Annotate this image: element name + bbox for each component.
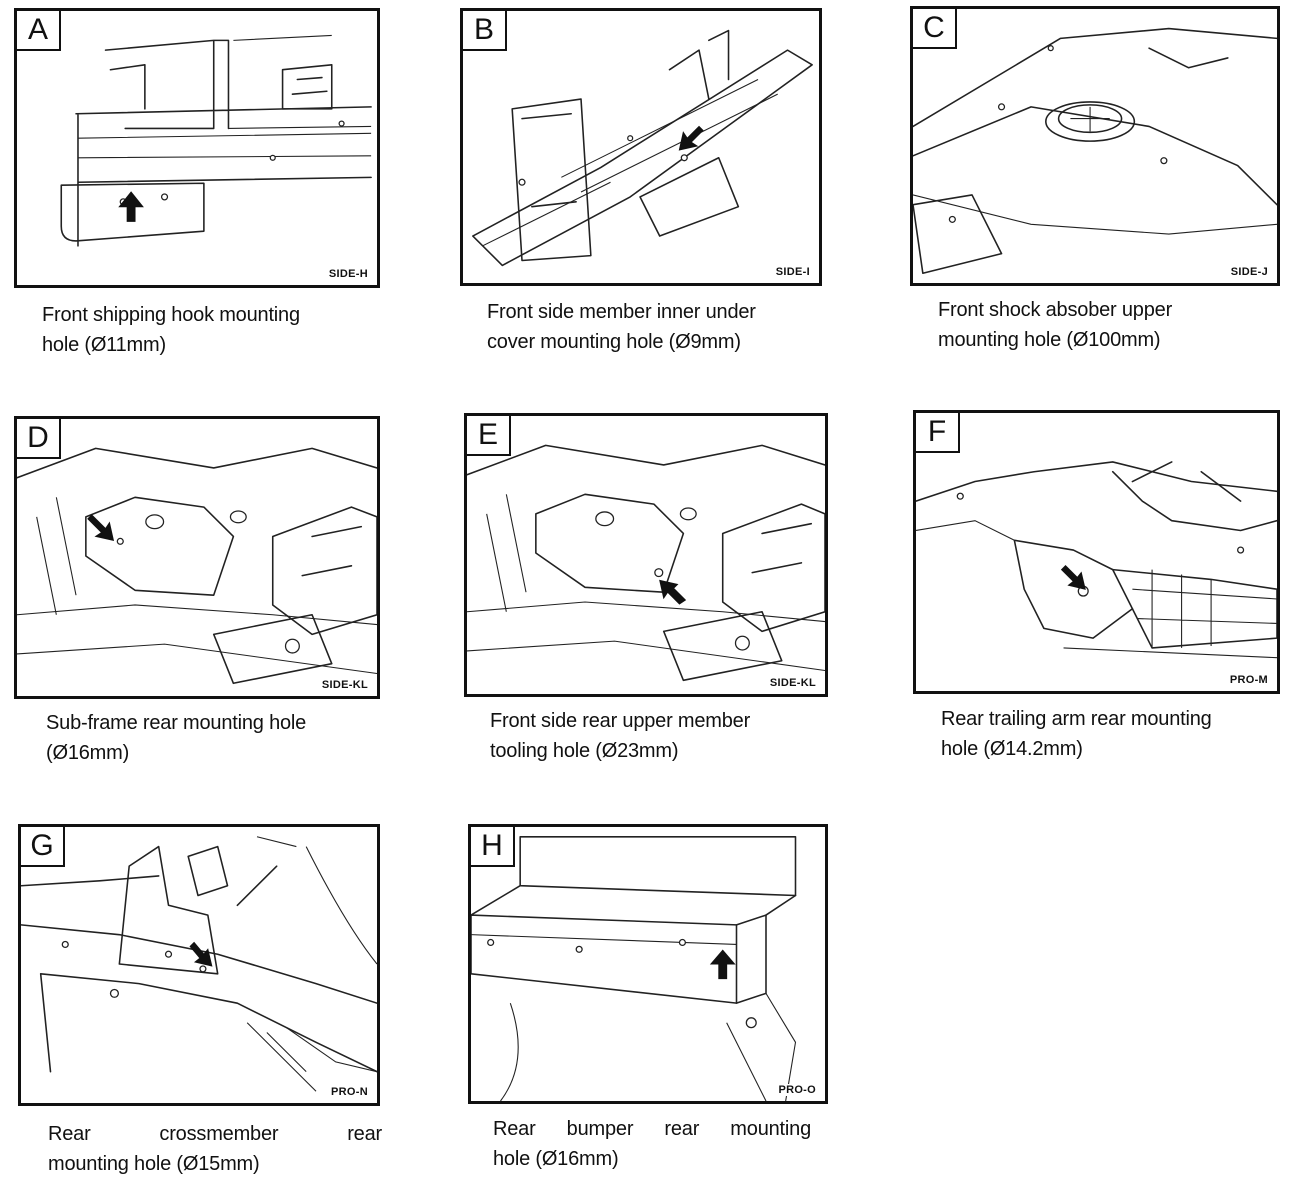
illustration-g: [21, 836, 377, 1092]
diagram-frame-a: A SIDE-H: [14, 8, 380, 288]
panel-letter-f: F: [916, 413, 960, 453]
panel-letter-b: B: [463, 11, 507, 51]
caption-d-line2: (Ø16mm): [46, 742, 130, 764]
view-code-f: PRO-M: [1228, 674, 1269, 686]
diagram-frame-b: B SIDE-I: [460, 8, 822, 286]
caption-g-line1: Rear crossmember rear: [48, 1123, 382, 1145]
diagram-frame-h: H PRO-O: [468, 824, 828, 1104]
panel-letter-a: A: [17, 11, 61, 51]
view-code-g: PRO-N: [330, 1086, 369, 1098]
caption-f: Rear trailing arm rear mounting hole (Ø1…: [941, 704, 1212, 764]
caption-a-line2: hole (Ø11mm): [42, 334, 166, 356]
caption-g-line2: mounting hole (Ø15mm): [48, 1153, 260, 1175]
caption-d-line1: Sub-frame rear mounting hole: [46, 712, 307, 734]
illustration-e: [467, 444, 825, 682]
illustration-f: [916, 461, 1277, 659]
view-code-d: SIDE-KL: [320, 679, 369, 691]
caption-c-line2: mounting hole (Ø100mm): [938, 329, 1161, 351]
illustration-d: [17, 447, 377, 685]
view-code-h: PRO-O: [777, 1084, 817, 1096]
caption-c-line1: Front shock absober upper: [938, 299, 1173, 321]
diagram-frame-d: D SIDE-KL: [14, 416, 380, 699]
illustration-a: [60, 34, 372, 247]
caption-e-line2: tooling hole (Ø23mm): [490, 740, 679, 762]
view-code-c: SIDE-J: [1229, 266, 1269, 278]
caption-g: Rear crossmember rear mounting hole (Ø15…: [48, 1119, 382, 1179]
panel-letter-h: H: [471, 827, 515, 867]
illustration-h: [471, 836, 797, 1101]
caption-a-line1: Front shipping hook mounting: [42, 304, 300, 326]
view-code-a: SIDE-H: [327, 268, 369, 280]
illustration-b: [472, 29, 813, 267]
caption-e: Front side rear upper member tooling hol…: [490, 706, 750, 766]
panel-letter-e: E: [467, 416, 511, 456]
diagram-frame-g: G PRO-N: [18, 824, 380, 1106]
caption-f-line1: Rear trailing arm rear mounting: [941, 708, 1212, 730]
diagram-frame-e: E SIDE-KL: [464, 413, 828, 697]
diagram-frame-f: F PRO-M: [913, 410, 1280, 694]
panel-letter-c: C: [913, 9, 957, 49]
caption-d: Sub-frame rear mounting hole (Ø16mm): [46, 708, 306, 768]
caption-f-line2: hole (Ø14.2mm): [941, 738, 1083, 760]
caption-a: Front shipping hook mounting hole (Ø11mm…: [42, 300, 300, 360]
caption-b: Front side member inner under cover moun…: [487, 297, 756, 357]
caption-h-line1: Rear bumper rear mounting: [493, 1118, 811, 1140]
caption-h: Rear bumper rear mounting hole (Ø16mm): [493, 1114, 811, 1174]
panel-letter-g: G: [21, 827, 65, 867]
view-code-e: SIDE-KL: [768, 677, 817, 689]
diagram-frame-c: C SIDE-J: [910, 6, 1280, 286]
illustration-c: [913, 27, 1277, 274]
caption-b-line1: Front side member inner under: [487, 301, 756, 323]
caption-b-line2: cover mounting hole (Ø9mm): [487, 331, 741, 353]
caption-h-line2: hole (Ø16mm): [493, 1148, 619, 1170]
caption-e-line1: Front side rear upper member: [490, 710, 751, 732]
panel-letter-d: D: [17, 419, 61, 459]
view-code-b: SIDE-I: [774, 266, 811, 278]
caption-c: Front shock absober upper mounting hole …: [938, 295, 1172, 355]
